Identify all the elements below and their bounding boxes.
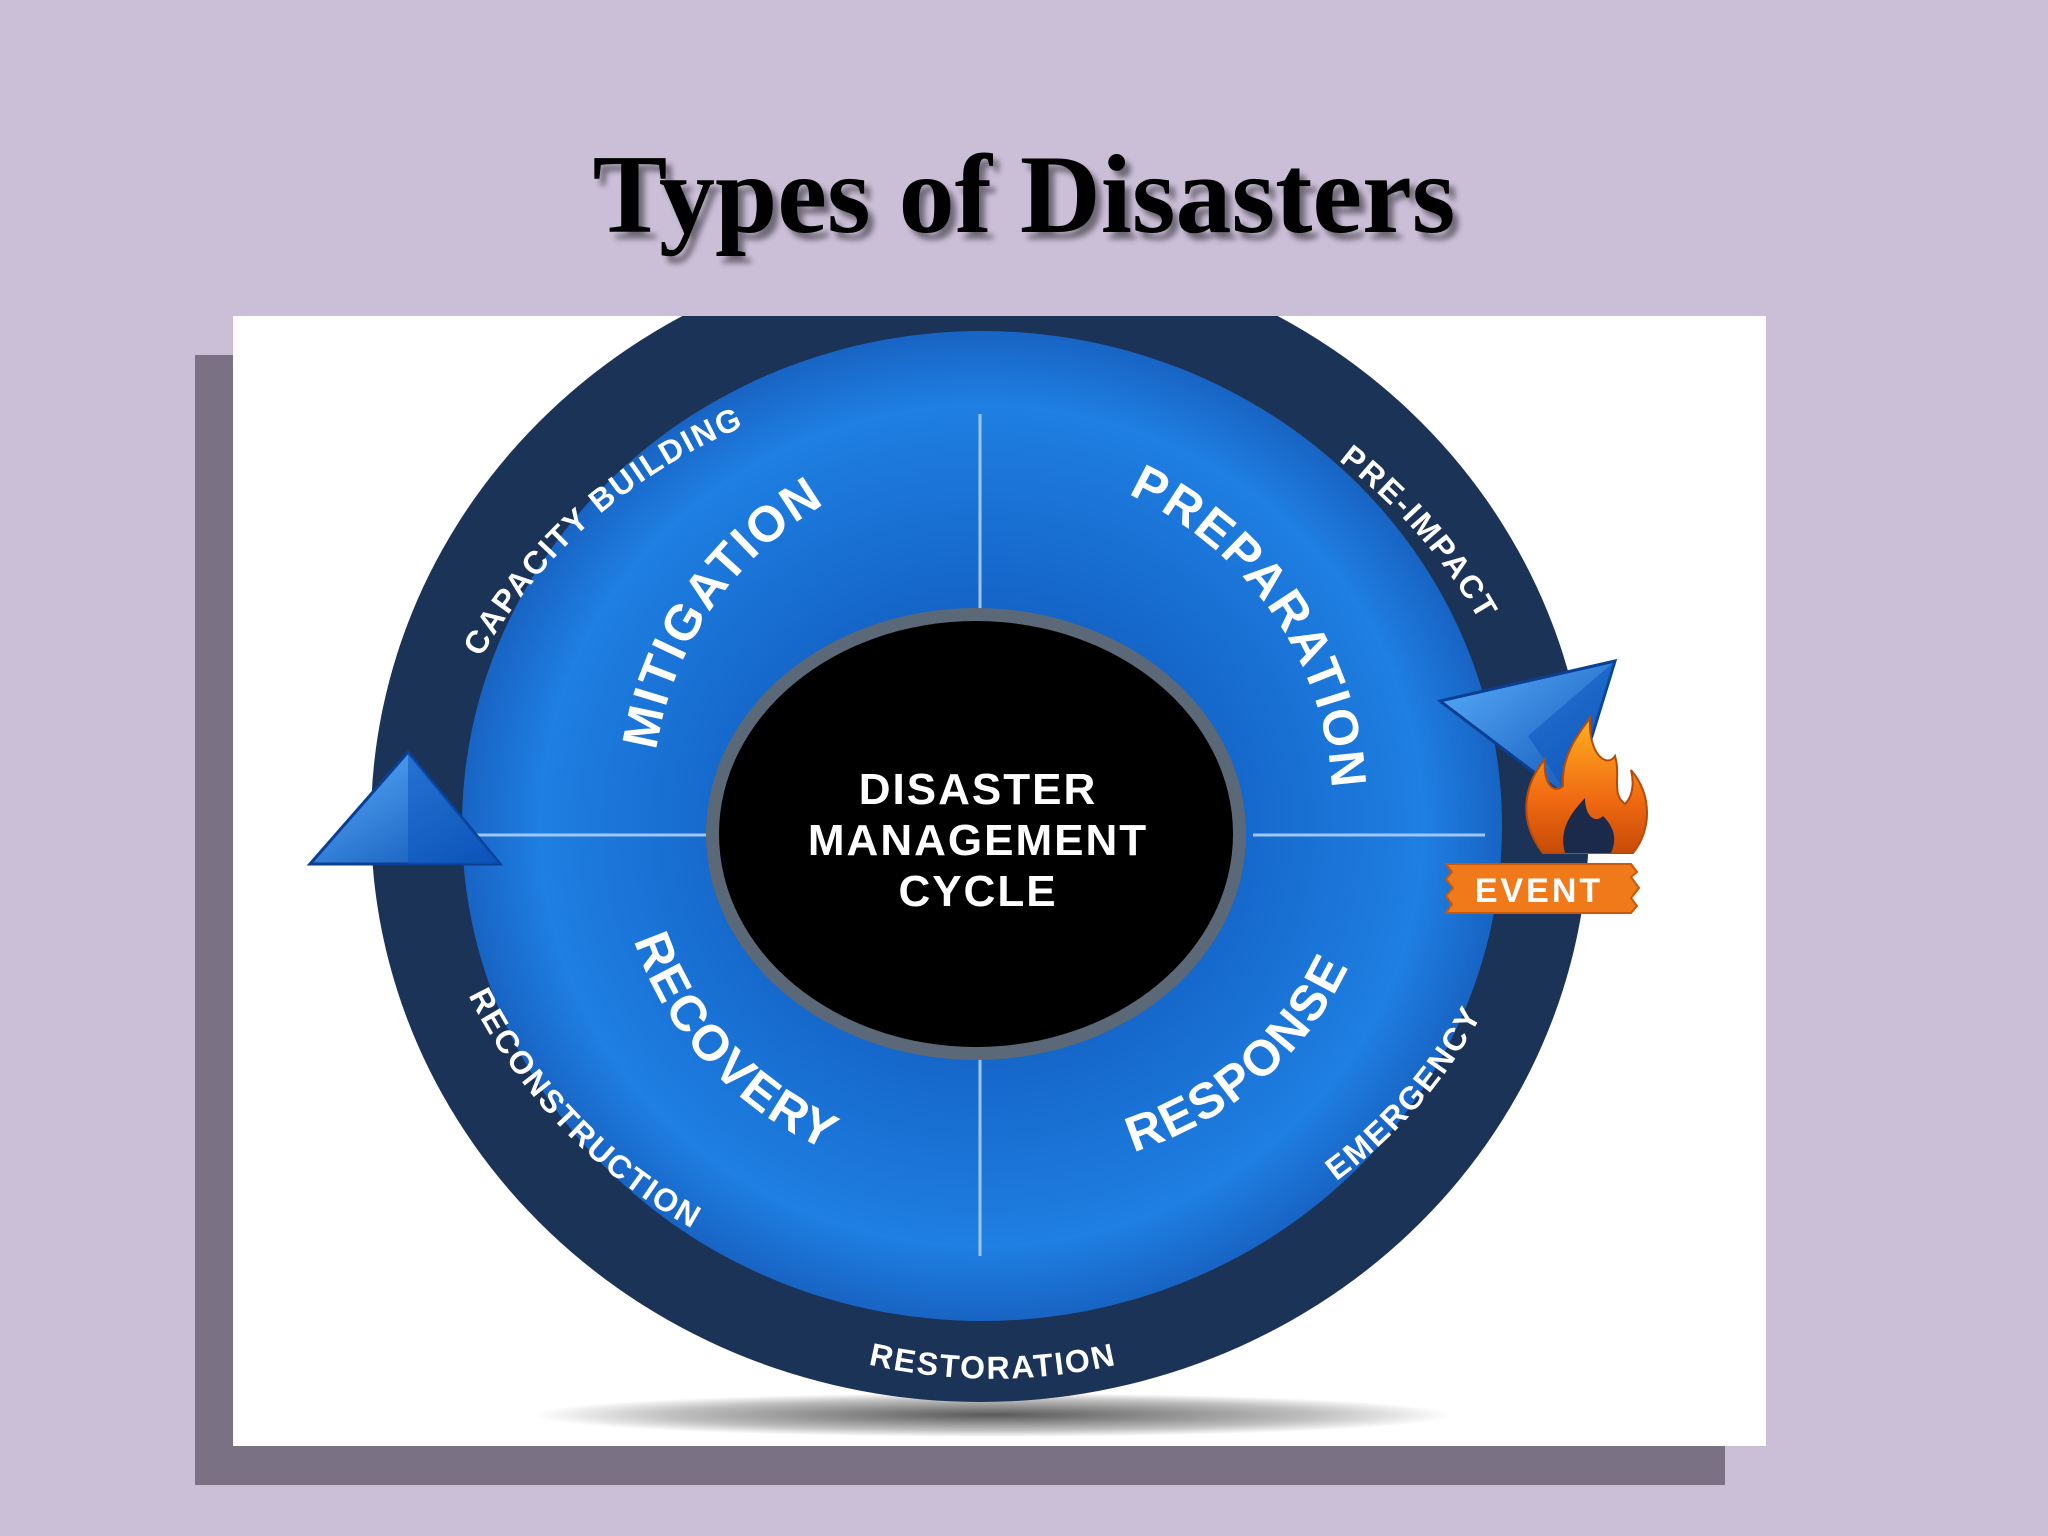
center-text-line-3: CYCLE [898, 867, 1057, 916]
event-badge: EVENT [1444, 863, 1641, 914]
diagram-floor-shadow [533, 1393, 1453, 1437]
diagram-image-frame: DISASTER MANAGEMENT CYCLE MITIGATION PRE… [233, 316, 1766, 1446]
center-text-line-2: MANAGEMENT [808, 816, 1148, 865]
disaster-management-cycle-diagram: DISASTER MANAGEMENT CYCLE MITIGATION PRE… [306, 316, 1648, 1437]
event-label: EVENT [1475, 872, 1603, 910]
slide-title: Types of Disasters [592, 133, 1456, 257]
center-circle [719, 621, 1233, 1047]
center-text-line-1: DISASTER [859, 765, 1097, 814]
cycle-arrow-left-icon [306, 749, 504, 866]
event-flame-icon [1525, 714, 1648, 854]
